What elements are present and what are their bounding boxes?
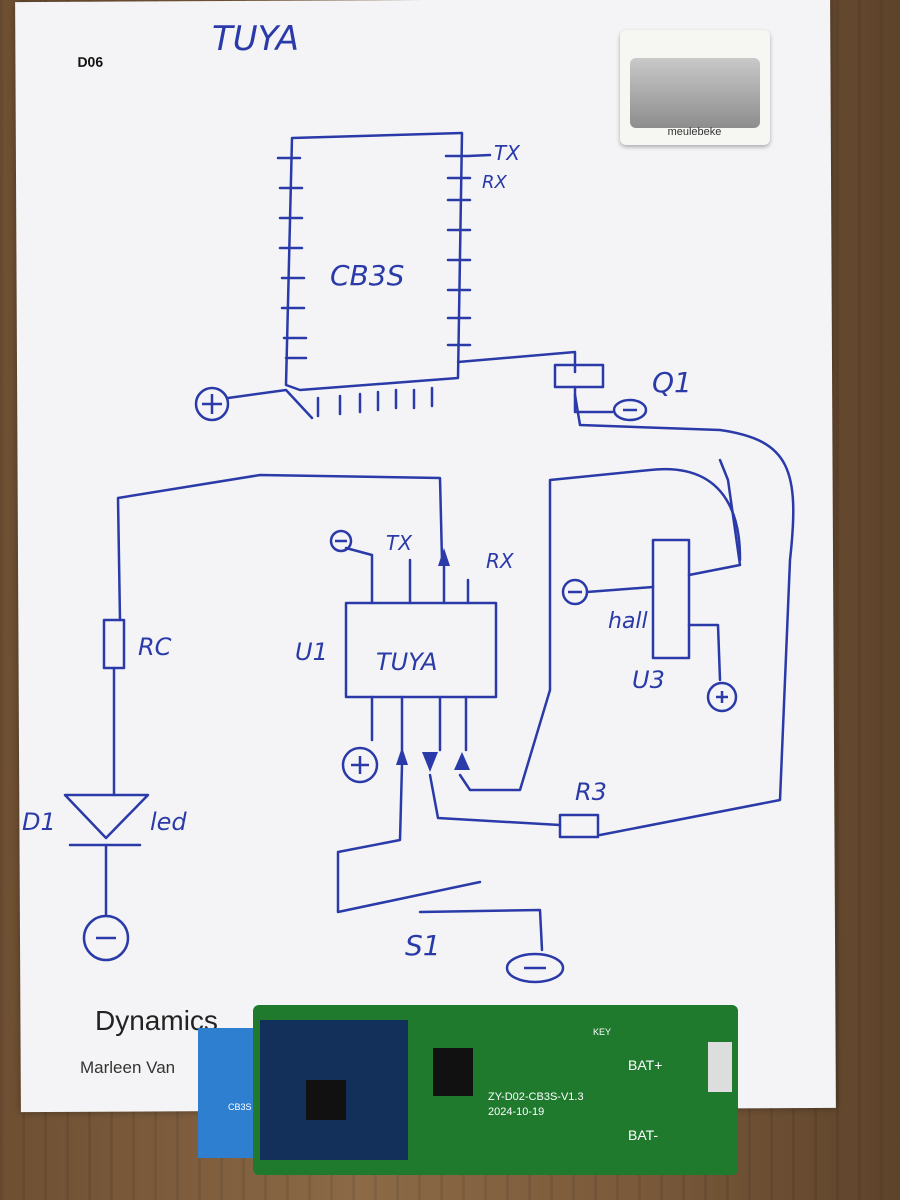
mcu-chip [306, 1080, 346, 1120]
magnet-clip: meulebeke [612, 30, 777, 145]
pcb-board: ZY-D02-CB3S-V1.3 2024-10-19 BAT+ BAT- CB… [198, 1005, 738, 1175]
pcb-key-text: KEY [593, 1027, 611, 1037]
pcb-date-text: 2024-10-19 [488, 1106, 544, 1118]
u1-label: U1 [295, 638, 328, 666]
pcb-bat-plus: BAT+ [628, 1057, 662, 1073]
tx-label-top: TX [494, 141, 521, 165]
pcb-module-text: CB3S [228, 1102, 252, 1112]
s1-label: S1 [405, 929, 441, 962]
q1-label: Q1 [652, 366, 692, 399]
rc-label: RC [138, 633, 172, 661]
d1-label: D1 [22, 808, 56, 836]
hall-label: hall [608, 609, 648, 634]
module-label: CB3S [330, 259, 404, 292]
r3-label: R3 [575, 778, 607, 806]
footer-author: Marleen Van [80, 1058, 176, 1077]
ic-chip [433, 1048, 473, 1096]
u1-body-label: TUYA [376, 648, 437, 676]
pcb-bat-minus: BAT- [628, 1127, 658, 1143]
handwritten-title: TUYA [212, 19, 299, 59]
led-label: led [150, 808, 187, 836]
u1-rx-label: RX [486, 549, 515, 573]
footer-title: Dynamics [95, 1005, 218, 1036]
clip-spring-metal [630, 58, 760, 128]
antenna-module [198, 1028, 262, 1158]
u3-label: U3 [632, 666, 665, 694]
rx-label-top: RX [482, 172, 508, 193]
pcb-board-text: ZY-D02-CB3S-V1.3 [488, 1091, 584, 1103]
u1-tx-label: TX [386, 531, 413, 555]
connector [708, 1042, 732, 1092]
clip-brand: meulebeke [667, 126, 722, 138]
